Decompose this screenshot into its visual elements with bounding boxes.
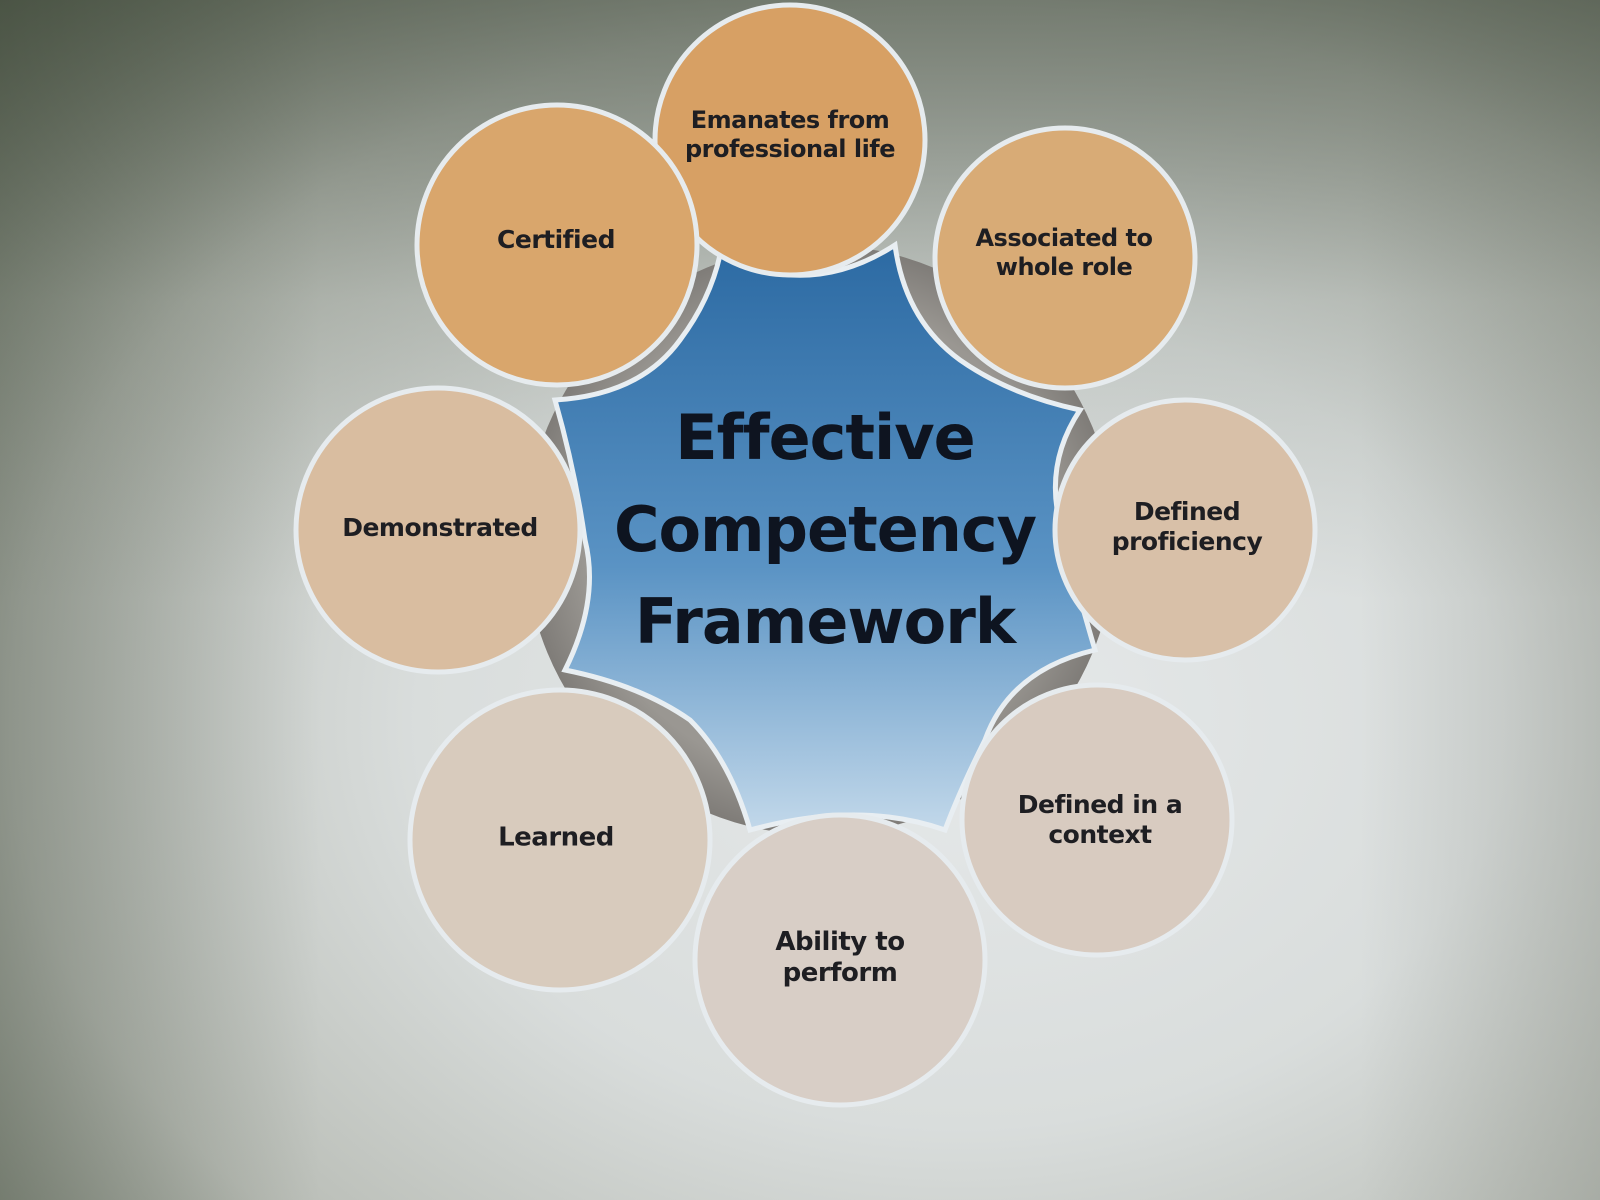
label-line: Ability to xyxy=(775,926,905,957)
label-line: Defined in a xyxy=(1017,790,1183,819)
label-line: proficiency xyxy=(1111,527,1263,556)
node-emanates-circle xyxy=(652,2,928,278)
node-learned-circle xyxy=(407,687,713,993)
title-line: Framework xyxy=(634,585,1016,658)
node-certified-circle xyxy=(414,102,700,388)
node-defined-context-label: Defined in a context xyxy=(1017,790,1183,850)
node-ability-label: Ability to perform xyxy=(775,926,905,989)
label-line: Associated to xyxy=(975,224,1153,253)
center-title: Effective Competency Framework xyxy=(613,392,1037,668)
node-learned-label: Learned xyxy=(498,822,614,853)
node-demonstrated-circle xyxy=(293,385,583,675)
node-associated-label: Associated to whole role xyxy=(975,224,1153,282)
label-line: Emanates from xyxy=(690,106,890,135)
label-line: perform xyxy=(782,958,898,988)
node-ability-circle xyxy=(692,812,988,1108)
label-line: whole role xyxy=(995,253,1133,281)
title-line: Effective xyxy=(675,401,975,474)
node-certified-label: Certified xyxy=(497,225,615,255)
center-star xyxy=(551,240,1099,834)
node-demonstrated-label: Demonstrated xyxy=(342,513,538,543)
title-line: Competency xyxy=(613,493,1037,566)
node-defined-proficiency-label: Defined proficiency xyxy=(1112,497,1263,557)
node-defined-proficiency-circle xyxy=(1052,397,1318,663)
node-defined-context-circle xyxy=(959,682,1235,958)
label-line: Defined xyxy=(1133,497,1241,526)
node-associated-circle xyxy=(932,125,1198,391)
node-emanates-label: Emanates from professional life xyxy=(684,106,896,164)
label-line: Learned xyxy=(498,822,614,853)
label-line: context xyxy=(1048,820,1152,849)
label-line: Demonstrated xyxy=(342,513,538,542)
label-line: Certified xyxy=(497,225,615,254)
label-line: professional life xyxy=(684,135,896,163)
